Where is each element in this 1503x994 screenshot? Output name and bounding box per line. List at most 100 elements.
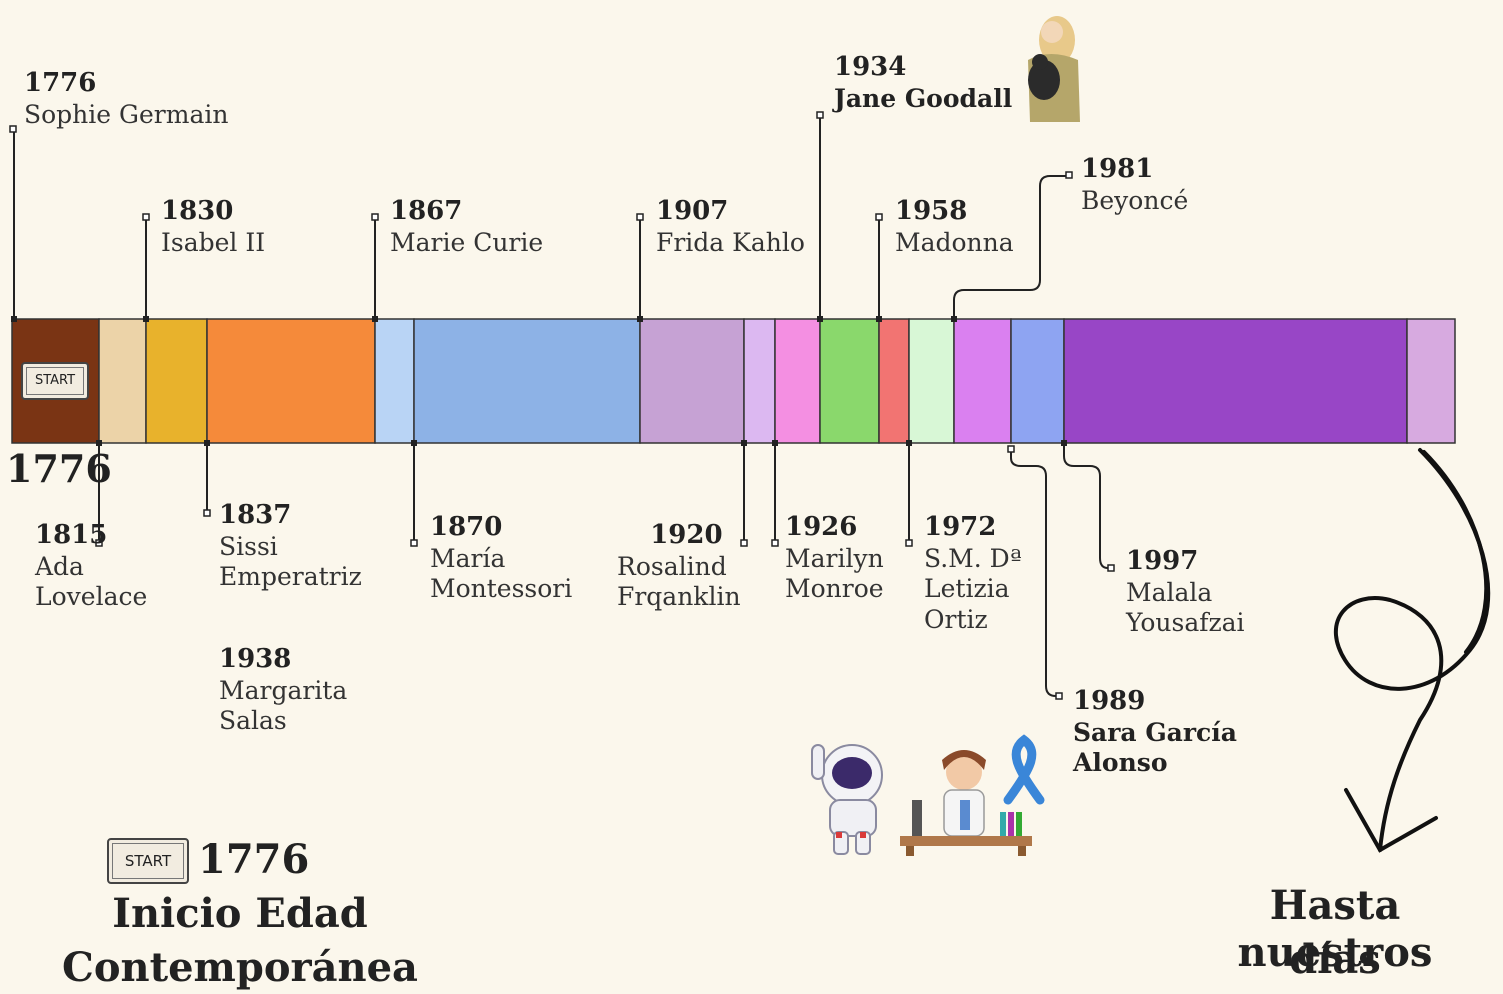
- timeline-segment: [374, 318, 415, 444]
- timeline-bar: [11, 316, 1456, 446]
- connector-lines: [9, 111, 1115, 700]
- awareness-ribbon-icon: [1003, 734, 1045, 805]
- event-jane-goodall: 1934 Jane Goodall: [834, 52, 1012, 114]
- event-marilyn-monroe: 1926 Marilyn Monroe: [785, 512, 884, 605]
- timeline-segment: [98, 318, 147, 444]
- event-name: Margarita: [219, 675, 348, 705]
- event-year: 1989: [1073, 686, 1146, 716]
- event-year: 1830: [161, 196, 234, 226]
- event-maria-montessori: 1870 María Montessori: [430, 512, 572, 605]
- event-rosalind-franklin: 1920 Rosalind Frqanklin: [617, 520, 741, 613]
- timeline-segment: [1063, 318, 1408, 444]
- intro-title-line2: Contemporánea: [62, 944, 418, 991]
- start-key-icon: START: [107, 838, 189, 884]
- event-year: 1938: [219, 644, 292, 674]
- event-name: Jane Goodall: [834, 83, 1013, 113]
- event-name: Emperatriz: [219, 562, 362, 592]
- event-year: 1815: [35, 520, 108, 550]
- timeline-marker: [637, 316, 643, 322]
- event-name: Frida Kahlo: [656, 227, 805, 257]
- event-madonna: 1958 Madonna: [895, 196, 1014, 258]
- timeline-segment: [639, 318, 745, 444]
- event-name: Rosalind: [617, 551, 727, 581]
- timeline-segment: [878, 318, 910, 444]
- timeline-marker: [772, 440, 778, 446]
- event-name: Marie Curie: [390, 227, 544, 257]
- timeline-segment: [413, 318, 641, 444]
- event-sissi: 1837 Sissi Emperatriz: [219, 500, 362, 593]
- event-letizia-ortiz: 1972 S.M. Dª Letizia Ortiz: [924, 512, 1022, 635]
- event-beyonce: 1981 Beyoncé: [1081, 154, 1188, 216]
- event-year: 1958: [895, 196, 968, 226]
- timeline-segment: [774, 318, 821, 444]
- event-name: Salas: [219, 706, 287, 736]
- ending-line1: Hasta nuestros: [1237, 882, 1433, 976]
- timeline-marker: [143, 316, 149, 322]
- event-year: 1837: [219, 500, 292, 530]
- timeline-segment: [1010, 318, 1065, 444]
- intro-year: 1776: [198, 836, 310, 883]
- event-name: Alonso: [1073, 748, 1168, 778]
- timeline-segment: [908, 318, 955, 444]
- timeline-marker: [11, 316, 17, 322]
- event-year: 1926: [785, 512, 858, 542]
- event-name: Frqanklin: [617, 582, 741, 612]
- timeline-marker: [96, 440, 102, 446]
- event-margarita-salas: 1938 Margarita Salas: [219, 644, 347, 737]
- timeline-marker: [372, 316, 378, 322]
- ending-line2: días: [1289, 936, 1381, 983]
- timeline-marker: [411, 440, 417, 446]
- event-year: 1972: [924, 512, 997, 542]
- scientist-girl-illustration: [900, 750, 1032, 856]
- timeline-segment: [743, 318, 776, 444]
- event-year: 1870: [430, 512, 503, 542]
- event-name: Ortiz: [924, 604, 988, 634]
- event-year: 1907: [656, 196, 729, 226]
- event-name: Ada: [35, 551, 84, 581]
- event-malala-yousafzai: 1997 Malala Yousafzai: [1126, 546, 1245, 639]
- event-name: Letizia: [924, 574, 1010, 604]
- event-name: Sophie Germain: [24, 99, 229, 129]
- timeline-marker: [741, 440, 747, 446]
- event-name: Sara García: [1073, 717, 1237, 747]
- timeline-marker: [204, 440, 210, 446]
- timeline-segment: [1406, 318, 1456, 444]
- event-year: 1867: [390, 196, 463, 226]
- event-isabel-ii: 1830 Isabel II: [161, 196, 265, 258]
- timeline-marker: [1061, 440, 1067, 446]
- timeline-marker: [951, 316, 957, 322]
- event-name: Sissi: [219, 531, 278, 561]
- event-name: Monroe: [785, 574, 884, 604]
- jane-goodall-illustration: [1028, 16, 1080, 122]
- event-sophie-germain: 1776 Sophie Germain: [24, 68, 228, 130]
- event-year: 1934: [834, 52, 907, 82]
- curly-arrow-icon: [1333, 448, 1491, 853]
- intro-title-line1: Inicio Edad: [112, 890, 368, 937]
- event-name: Marilyn: [785, 543, 884, 573]
- event-year: 1920: [650, 520, 723, 550]
- event-name: Madonna: [895, 227, 1014, 257]
- event-year: 1981: [1081, 154, 1154, 184]
- timeline-marker: [906, 440, 912, 446]
- event-name: Malala: [1126, 577, 1213, 607]
- timeline-marker: [817, 316, 823, 322]
- event-year: 1776: [24, 68, 97, 98]
- timeline-marker: [876, 316, 882, 322]
- event-name: Yousafzai: [1126, 608, 1245, 638]
- event-name: Isabel II: [161, 227, 266, 257]
- event-name: Beyoncé: [1081, 185, 1189, 215]
- astronaut-illustration: [811, 744, 883, 855]
- event-ada-lovelace: 1815 Ada Lovelace: [35, 520, 147, 613]
- event-name: María: [430, 543, 506, 573]
- timeline-segment: [145, 318, 208, 444]
- event-year: 1997: [1126, 546, 1199, 576]
- event-name: Lovelace: [35, 582, 148, 612]
- event-sara-garcia-alonso: 1989 Sara García Alonso: [1073, 686, 1237, 779]
- start-key-icon: START: [21, 362, 89, 400]
- timeline-segment: [953, 318, 1012, 444]
- timeline-segment: [206, 318, 376, 444]
- event-marie-curie: 1867 Marie Curie: [390, 196, 543, 258]
- event-name: Montessori: [430, 574, 573, 604]
- event-name: S.M. Dª: [924, 543, 1022, 573]
